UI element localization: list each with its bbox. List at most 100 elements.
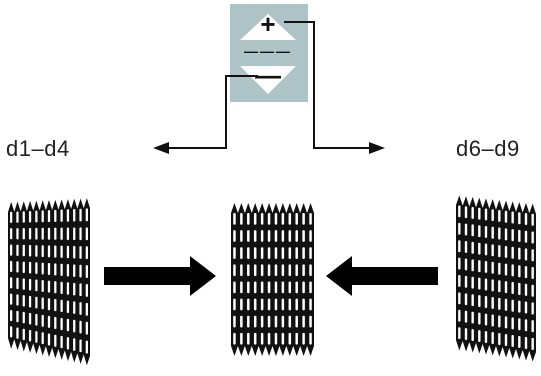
stitch-slit	[471, 276, 474, 289]
stitch-slit	[260, 332, 264, 345]
stitch-slit	[10, 277, 13, 289]
stitch-slit	[267, 281, 271, 294]
stitch-slit	[60, 299, 63, 313]
stitch-slit	[79, 208, 82, 222]
stitch-slit	[267, 230, 271, 242]
stitch-slit	[47, 280, 51, 293]
stitch-slit	[478, 330, 481, 342]
left-pointer-icon	[153, 142, 169, 154]
stitch-slit	[471, 311, 474, 324]
stitch-slit	[267, 264, 271, 277]
stitch-slit	[267, 332, 271, 345]
plus-lead-line	[284, 21, 370, 149]
stitch-slit	[16, 261, 19, 273]
stitch-slit	[41, 210, 44, 223]
stitch-slit	[41, 314, 44, 327]
stitch-slit	[54, 281, 57, 294]
stitch-slit	[309, 264, 312, 277]
stitch-slit	[471, 241, 474, 254]
stitch-slit	[47, 333, 51, 346]
stitch-slit	[233, 332, 236, 345]
stitch-slit	[458, 222, 461, 235]
stitch-slit	[464, 328, 468, 341]
stitch-slit	[464, 293, 468, 306]
label-d6-d9: d6–d9	[456, 136, 520, 161]
stitch-slit	[253, 230, 257, 242]
stitch-slit	[60, 335, 63, 349]
stitch-slit	[10, 228, 13, 240]
stitch-slit	[518, 300, 521, 313]
stitch-slit	[274, 247, 278, 259]
stitch-slit	[247, 281, 250, 294]
stitch-slit	[28, 244, 32, 257]
stitch-slit	[247, 332, 250, 345]
stitch-slit	[35, 227, 38, 240]
stitch-slit	[471, 224, 474, 237]
stitch-slit	[518, 335, 521, 348]
stitch-slit	[518, 318, 521, 331]
stitch-slit	[47, 245, 51, 258]
stitch-slit	[531, 284, 534, 297]
stitch-slit	[28, 210, 32, 223]
stitch-slit	[260, 247, 264, 259]
stitch-slit	[233, 298, 236, 311]
stitch-slit	[240, 247, 243, 259]
stitch-slit	[518, 247, 521, 260]
stitch-slit	[54, 334, 57, 347]
stitch-slit	[281, 298, 285, 311]
stitch-slit	[458, 292, 461, 305]
stitch-slit	[47, 315, 51, 328]
stitch-slit	[260, 230, 264, 242]
stitch-slit	[498, 280, 501, 293]
stitch-slit	[484, 243, 488, 256]
stitch-slit	[484, 225, 488, 238]
stitch-slit	[309, 332, 312, 345]
stitch-slit	[288, 315, 292, 328]
stitch-slit	[491, 332, 494, 344]
stitch-slit	[511, 246, 514, 259]
stitch-slit	[511, 264, 514, 277]
stitch-slit	[41, 280, 44, 292]
stitch-slit	[524, 230, 528, 243]
stitch-slit	[10, 293, 13, 305]
stitch-slit	[22, 244, 25, 257]
stitch-slit	[85, 208, 88, 222]
stitch-slit	[47, 298, 51, 311]
stitch-slit	[47, 210, 51, 223]
thick-arrows	[104, 256, 438, 296]
stitch-slit	[531, 320, 534, 333]
stitch-slit	[295, 213, 298, 225]
stitch-slit	[79, 227, 82, 241]
stitch-slit	[511, 317, 514, 330]
stitch-slit	[295, 264, 298, 277]
stitch-slit	[504, 298, 508, 311]
stitch-slit	[22, 328, 25, 341]
stitch-slit	[484, 331, 488, 343]
stitch-slit	[518, 229, 521, 242]
stitch-slit	[66, 282, 70, 295]
stitch-slit	[240, 332, 243, 345]
stitch-slit	[504, 281, 508, 294]
stitch-slit	[253, 264, 257, 277]
label-d1-d4: d1–d4	[6, 136, 70, 161]
stitch-slit	[60, 281, 63, 295]
stitch-slit	[524, 319, 528, 332]
stitch-slit	[531, 302, 534, 315]
stitch-slit	[233, 281, 236, 294]
stitch-slit	[233, 264, 236, 277]
stitch-slit	[22, 295, 25, 307]
stitch-slit	[253, 315, 257, 328]
stitch-slit	[253, 281, 257, 294]
stitch-slit	[16, 327, 19, 339]
stitch-slit	[28, 312, 32, 325]
stitch-slit	[73, 338, 76, 351]
stitch-slit	[274, 213, 278, 225]
stitch-slit	[60, 317, 63, 331]
stitch-slit	[288, 247, 292, 259]
stitch-slit	[302, 247, 305, 259]
stitch-slit	[531, 266, 534, 280]
stitch-slit	[498, 227, 501, 240]
stitch-slit	[66, 318, 70, 332]
stitch-slit	[491, 244, 494, 257]
